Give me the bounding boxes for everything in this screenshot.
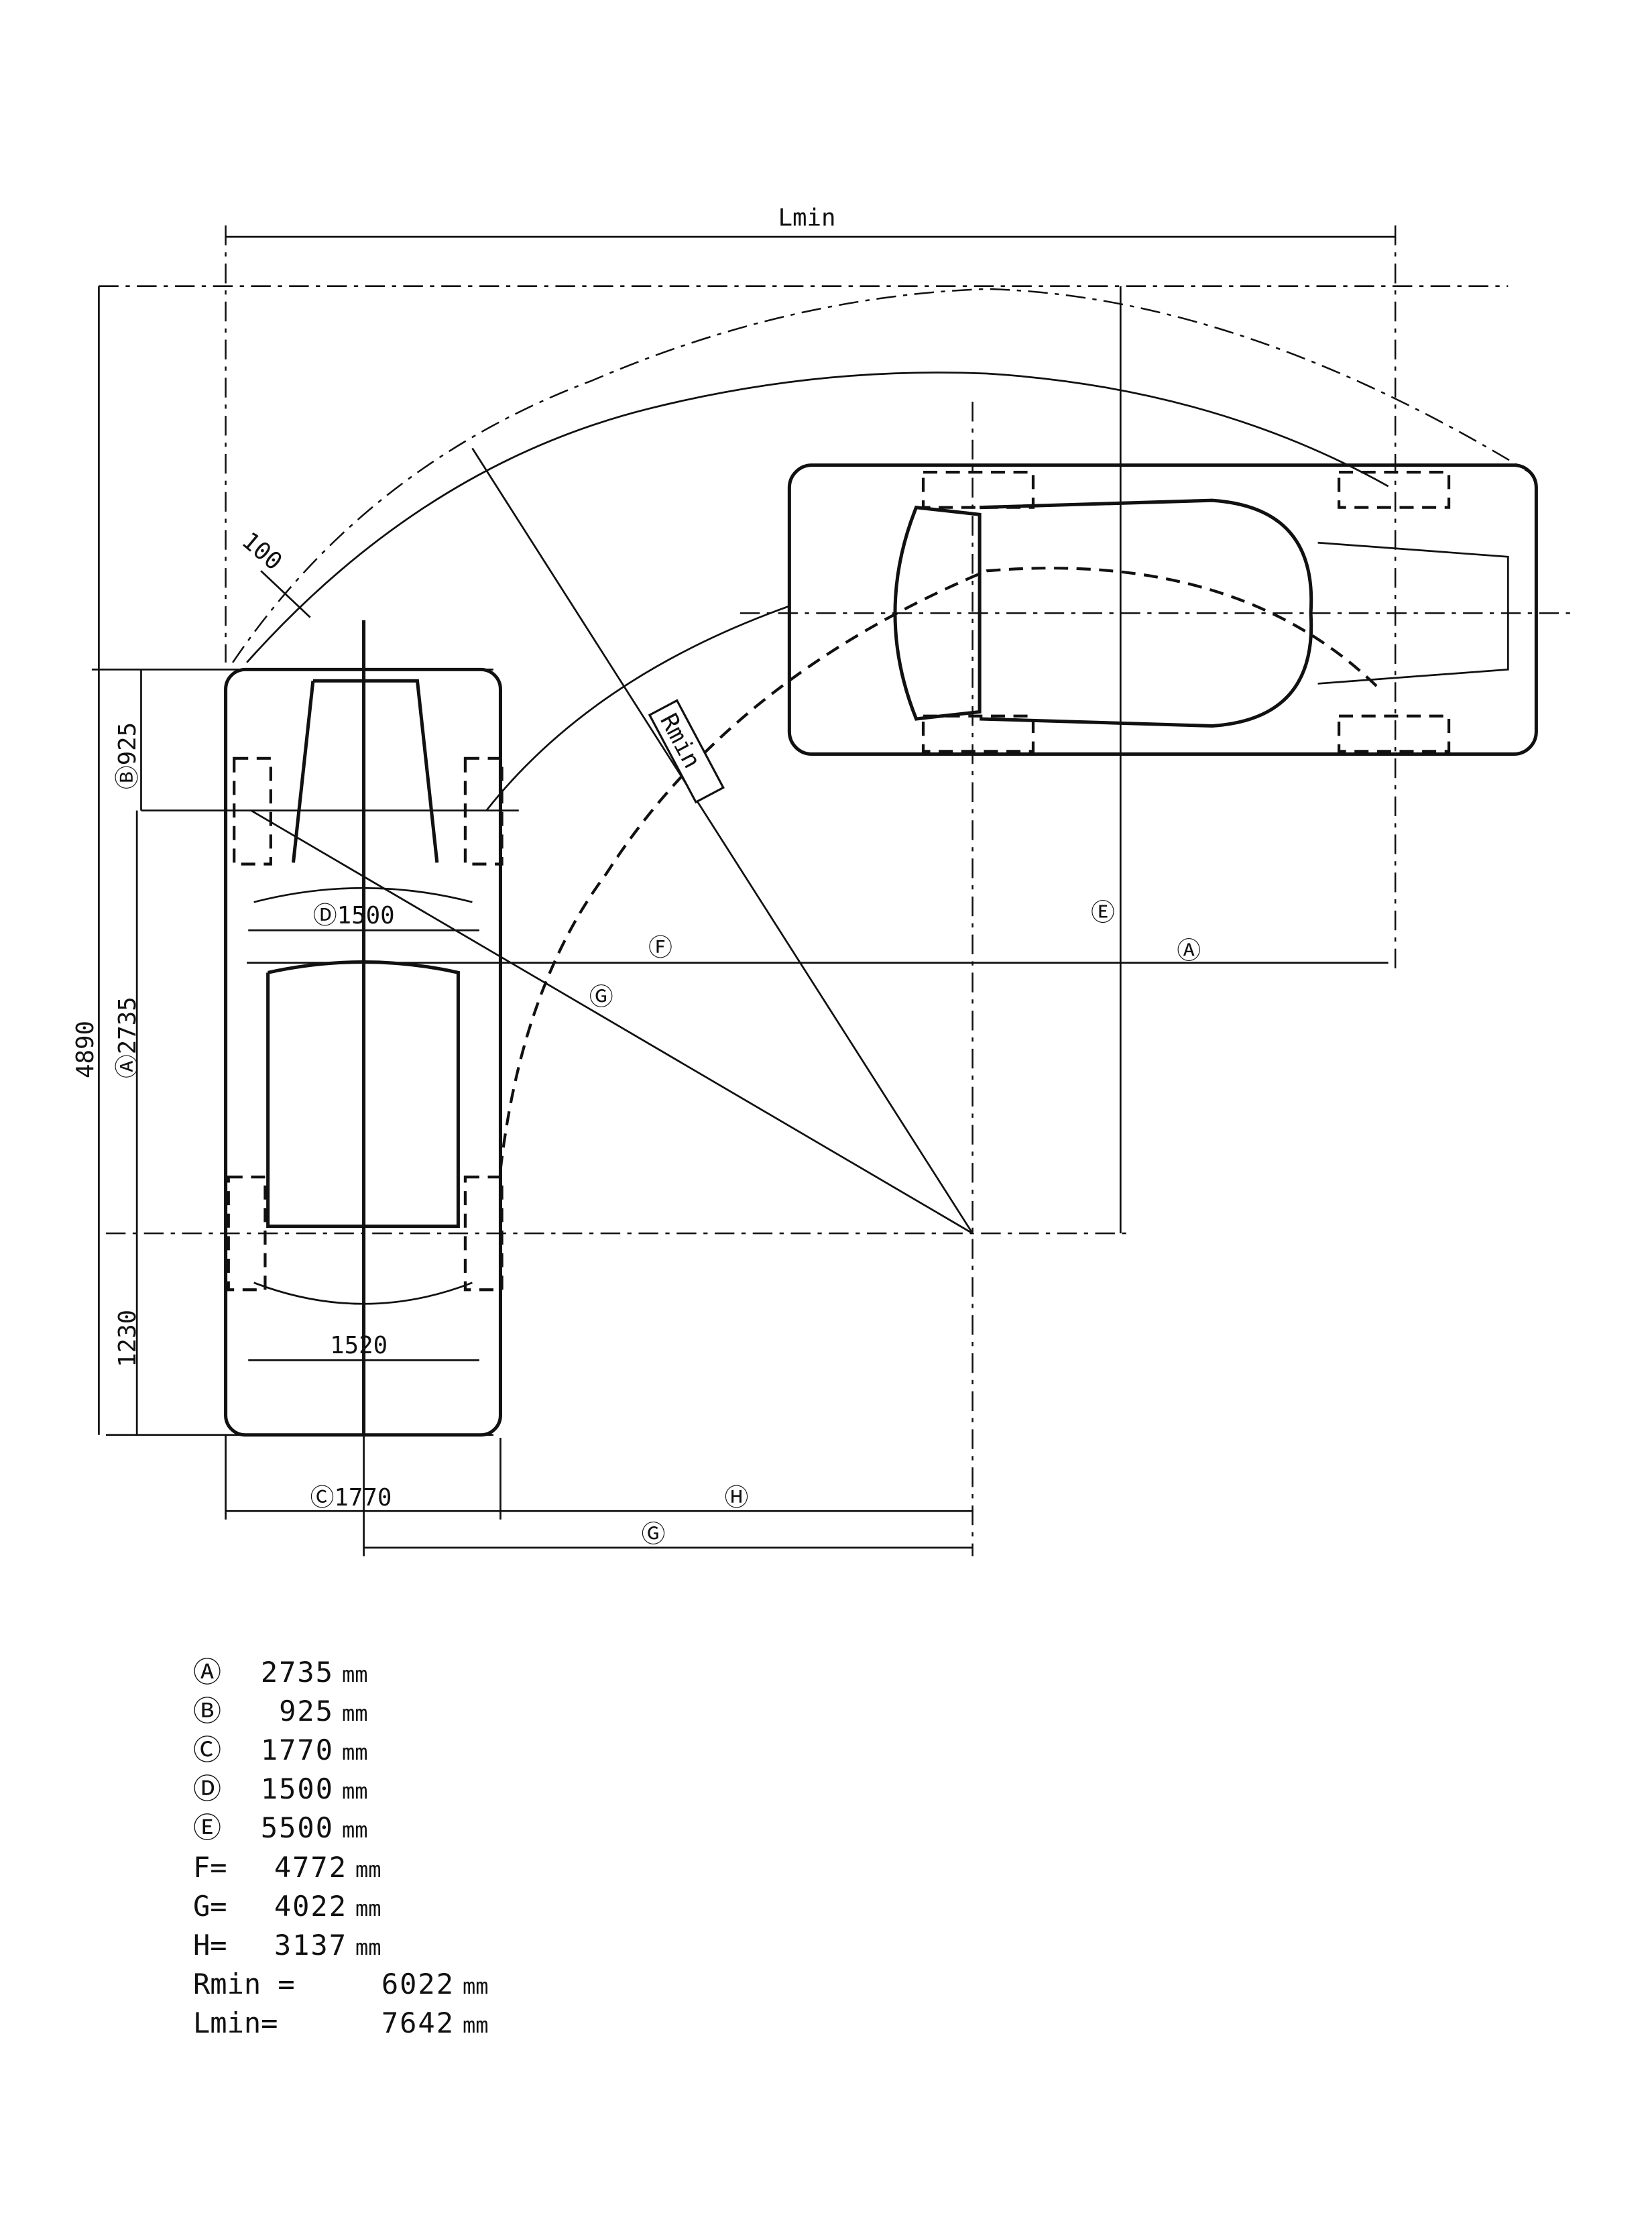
rmin-radius-line [471,447,973,1234]
legend-unit: mm [342,1740,368,1765]
cabin-roof [266,960,460,1229]
legend-unit: mm [355,1896,381,1921]
rmin-tag: Rmin [648,699,725,804]
legend-value: 925 [279,1695,334,1727]
legend-key: H= [193,1929,227,1962]
legend-key: G= [193,1890,227,1923]
legend-row: Ⓐ 2735 mm [193,1650,489,1689]
legend-key: Ⓓ [193,1772,222,1805]
legend-row: Rmin = 6022 mm [193,1968,489,2006]
g-marker-bottom: Ⓖ [642,1520,666,1548]
g-radius-line [250,809,973,1235]
legend-unit: mm [342,1778,368,1804]
legend-unit: mm [355,1857,381,1882]
front-wheel-top [1337,471,1451,509]
legend-row: Ⓒ 1770 mm [193,1727,489,1766]
legend-key: Rmin = [193,1968,295,2000]
rear-wheel-top [921,471,1035,509]
legend-row: Ⓓ 1500 mm [193,1766,489,1805]
legend-row: Lmin= 7642 mm [193,2006,489,2045]
legend-row: Ⓑ 925 mm [193,1689,489,1727]
legend-value: 1500 [260,1772,334,1805]
rear-window [253,1282,473,1305]
legend-key: Ⓐ [193,1656,222,1689]
windshield [291,679,439,863]
car-turned [787,463,1538,756]
a-marker: Ⓐ [1177,937,1201,964]
h-marker: Ⓗ [725,1484,749,1512]
dimension-lines [91,225,1572,1556]
outer-body-arc [246,372,1389,663]
legend-key: Ⓔ [193,1811,222,1844]
c-1770-label: Ⓒ1770 [310,1484,392,1512]
legend-value: 2735 [260,1656,334,1689]
legend-unit: mm [463,1974,489,1999]
legend-unit: mm [342,1817,368,1843]
front-wheel-bottom [1337,714,1451,753]
b-925-label: Ⓑ925 [114,722,141,789]
rear-track-1520-label: 1520 [330,1332,388,1359]
legend-value: 4022 [274,1890,347,1923]
rear-wheel-bottom [921,714,1035,753]
f-marker: Ⓕ [648,934,672,962]
legend-value: 7642 [381,2006,455,2039]
legend-unit: mm [342,1701,368,1726]
clearance-label: 100 [237,527,288,576]
rmin-box [648,699,725,804]
legend-key: Lmin= [193,2006,278,2039]
front-wheel-arc [485,605,790,811]
legend-row: F= 4772 mm [193,1851,489,1890]
legend-unit: mm [463,2012,489,2038]
car-body-outline [787,463,1538,756]
legend-row: Ⓔ 5500 mm [193,1805,489,1844]
legend-key: Ⓒ [193,1734,222,1766]
rear-right-wheel [463,1175,504,1292]
outer-dashed-arc [232,288,1530,663]
a-2735-label: Ⓐ2735 [114,997,141,1078]
legend-value: 4772 [274,1851,347,1884]
cabin-roof [980,498,1313,728]
clearance-100-line [260,570,311,618]
legend-value: 5500 [260,1811,334,1844]
hood-line [253,887,473,903]
e-marker: Ⓔ [1091,899,1115,927]
overhang-1230-label: 1230 [114,1310,141,1367]
legend-key: Ⓑ [193,1695,222,1727]
front-left-wheel [233,756,272,866]
legend-value: 3137 [274,1929,347,1962]
length-4890-label: 4890 [72,1021,99,1078]
car-straight [224,620,504,1437]
g-marker-diagonal: Ⓖ [589,984,613,1011]
lmin-label: Lmin [778,204,836,231]
d-1500-label: Ⓓ1500 [313,902,395,929]
legend-value: 1770 [260,1734,334,1766]
legend-unit: mm [342,1662,368,1687]
rear-left-wheel [227,1175,267,1292]
inner-dashed-arc [499,567,1382,1170]
rear-window [893,505,982,721]
windshield [1317,541,1509,685]
legend-key: F= [193,1851,227,1884]
legend-value: 6022 [381,1968,455,2000]
front-right-wheel [463,756,504,866]
legend-row: H= 3137 mm [193,1929,489,1968]
turning-geometry [232,288,1530,1235]
legend-row: G= 4022 mm [193,1890,489,1929]
legend-unit: mm [355,1935,381,1960]
